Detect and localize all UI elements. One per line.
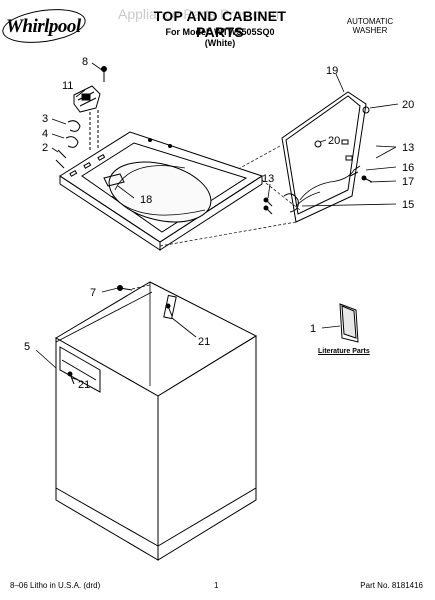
- callout-7: 7: [90, 287, 96, 299]
- hinge-clips: [55, 120, 81, 169]
- console-rear-panel: [281, 91, 370, 223]
- callout-11: 11: [62, 80, 73, 92]
- callout-3: 3: [42, 113, 48, 125]
- lid-switch-assembly: [73, 66, 107, 150]
- callout-4: 4: [42, 128, 48, 140]
- product-line1: AUTOMATIC: [346, 17, 394, 26]
- callout-5: 5: [24, 341, 30, 353]
- literature-booklet: [339, 303, 359, 343]
- footer-part-number: Part No. 8181416: [360, 581, 423, 590]
- product-line2: WASHER: [352, 26, 388, 35]
- console-screws: [263, 175, 373, 215]
- model-info: For Model: WTW5505SQ0 (White): [130, 27, 310, 49]
- model-line: For Model: WTW5505SQ0: [165, 27, 275, 37]
- callout-21a: 21: [198, 336, 210, 348]
- callout-20b: 20: [328, 135, 340, 147]
- callout-13b: 13: [262, 173, 274, 185]
- callout-2: 2: [42, 142, 48, 154]
- callout-20a: 20: [402, 99, 414, 111]
- leader-lines: [35, 62, 399, 381]
- callout-16: 16: [402, 162, 414, 174]
- callout-1: 1: [310, 323, 316, 335]
- assembly-lines-cabinet: [131, 284, 151, 290]
- product-type: AUTOMATIC WASHER: [325, 17, 415, 35]
- callout-numbers: 8 11 3 4 2 18 19 20 20 13 13 16 17 15 7 …: [24, 56, 414, 391]
- washer-top-panel: [59, 131, 264, 251]
- callout-19: 19: [326, 65, 338, 77]
- callout-8: 8: [82, 56, 88, 68]
- washer-cabinet: [55, 281, 258, 561]
- assembly-lines-top: [159, 145, 301, 247]
- page-title: TOP AND CABINET PARTS: [153, 8, 287, 40]
- brand-logo: Whirlpool: [6, 16, 81, 37]
- footer-page-number: 1: [214, 581, 219, 590]
- color-line: (White): [204, 38, 236, 48]
- literature-parts-label: Literature Parts: [318, 348, 370, 355]
- watermark: Appliance Parts Pros.com: [118, 6, 280, 22]
- callout-13a: 13: [402, 142, 414, 154]
- callout-15: 15: [402, 199, 414, 211]
- footer-litho: 8–06 Litho in U.S.A. (drd): [10, 581, 101, 590]
- callout-18: 18: [140, 194, 152, 206]
- callout-17: 17: [402, 176, 414, 188]
- callout-21b: 21: [78, 379, 90, 391]
